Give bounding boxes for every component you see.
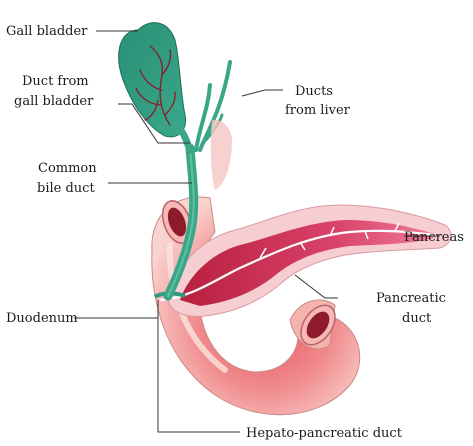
label-hepato-pancreatic-duct: Hepato-pancreatic duct (246, 426, 403, 441)
label-pancreatic-duct-line2: duct (402, 311, 432, 326)
leader-pancreatic-duct (295, 275, 338, 298)
label-duct-from-gall-bladder-line1: Duct from (22, 74, 89, 89)
hepatic-ducts-shape (196, 62, 232, 190)
label-ducts-from-liver-line1: Ducts (295, 84, 333, 99)
leader-ducts-from-liver (242, 90, 283, 96)
label-duodenum: Duodenum (6, 311, 78, 326)
label-pancreatic-duct-line1: Pancreatic (376, 291, 446, 306)
label-pancreas: Pancreas (404, 230, 464, 245)
label-ducts-from-liver-line2: from liver (285, 103, 351, 118)
label-gall-bladder: Gall bladder (6, 24, 88, 39)
gall-bladder-shape (119, 23, 190, 150)
label-common-bile-duct-line1: Common (38, 161, 97, 176)
label-duct-from-gall-bladder-line2: gall bladder (14, 94, 94, 109)
label-common-bile-duct-line2: bile duct (37, 181, 95, 196)
